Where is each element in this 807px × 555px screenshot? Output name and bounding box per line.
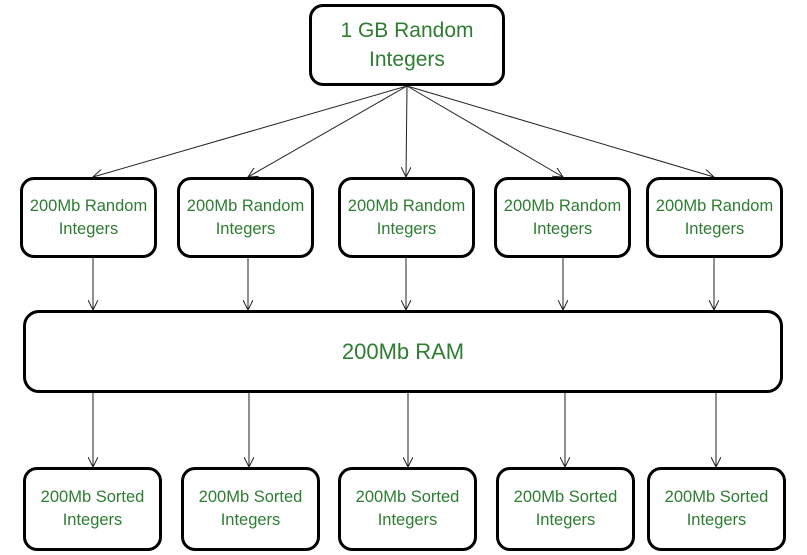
sorted-node-4: 200Mb Sorted Integers: [496, 467, 635, 551]
arrow-root-to-chunk-5: [406, 85, 714, 177]
chunk-node-2: 200Mb Random Integers: [177, 177, 314, 258]
chunk-node-label: 200Mb Random Integers: [347, 196, 466, 238]
chunk-node-1: 200Mb Random Integers: [20, 177, 157, 258]
arrow-root-to-chunk-1: [93, 85, 408, 177]
chunk-node-label: 200Mb Random Integers: [655, 196, 774, 238]
arrow-root-to-chunk-4: [406, 85, 563, 177]
chunk-node-label: 200Mb Random Integers: [29, 196, 148, 238]
sorted-node-5: 200Mb Sorted Integers: [647, 467, 786, 551]
sorted-node-label: 200Mb Sorted Integers: [40, 488, 145, 529]
chunk-node-label: 200Mb Random Integers: [503, 196, 622, 238]
sorted-node-label: 200Mb Sorted Integers: [355, 488, 460, 529]
root-node-label: 1 GB Random Integers: [340, 19, 474, 71]
sorted-node-label: 200Mb Sorted Integers: [198, 488, 303, 529]
sorted-node-2: 200Mb Sorted Integers: [181, 467, 320, 551]
chunk-node-label: 200Mb Random Integers: [186, 196, 305, 238]
chunk-node-3: 200Mb Random Integers: [338, 177, 475, 258]
sorted-node-label: 200Mb Sorted Integers: [664, 488, 769, 529]
arrow-root-to-chunk-3: [406, 85, 407, 177]
arrow-root-to-chunk-2: [248, 85, 408, 177]
chunk-node-5: 200Mb Random Integers: [646, 177, 783, 258]
sorted-node-3: 200Mb Sorted Integers: [338, 467, 477, 551]
chunk-node-4: 200Mb Random Integers: [494, 177, 631, 258]
sorted-node-1: 200Mb Sorted Integers: [23, 467, 162, 551]
ram-node-label: 200Mb RAM: [341, 338, 465, 364]
root-node-1gb-random-integers: 1 GB Random Integers: [309, 4, 505, 86]
ram-node: 200Mb RAM: [23, 310, 783, 393]
sorted-node-label: 200Mb Sorted Integers: [513, 488, 618, 529]
